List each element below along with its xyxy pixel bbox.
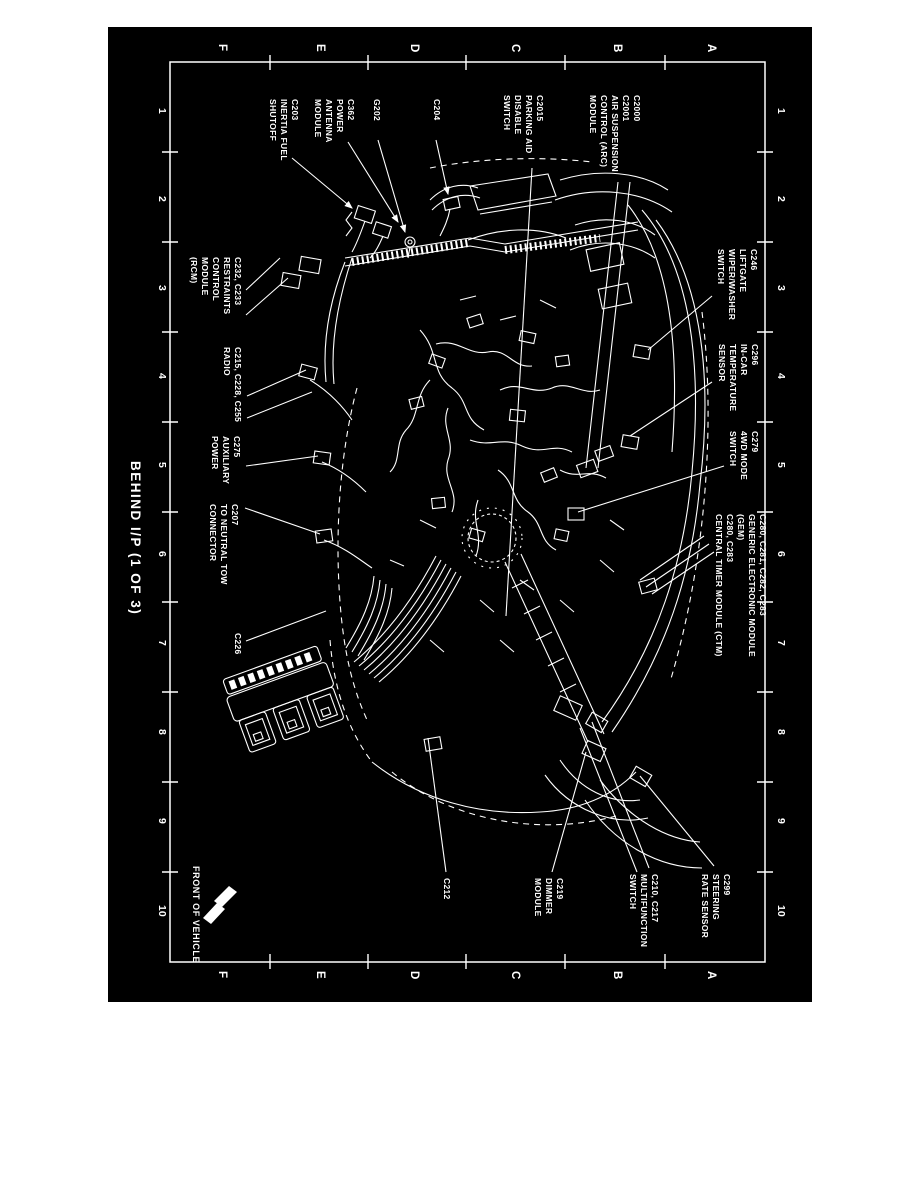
callout-c226: C226 [233,633,243,655]
grid-number-left-10: 10 [156,905,168,917]
grid-number-left-7: 7 [156,640,168,646]
callout-c210-c217-multifunction-switch: C210, C217 MULTIFUNCTION SWITCH [628,874,660,948]
callout-c204: C204 [432,99,442,121]
callout-c296-in-car-temperature-sensor: C296 IN-CAR TEMPERATURE SENSOR [717,344,760,412]
grid-number-left-5: 5 [156,462,168,468]
grid-number-left-1: 1 [156,108,168,114]
grid-letter-bottom-c: C [509,971,521,980]
grid-letter-top-c: C [509,44,521,53]
grid-letter-top-d: D [408,44,420,53]
callout-g202: G202 [372,99,382,121]
callout-c299-steering-rate-sensor: C299 STEERING RATE SENSOR [700,874,732,939]
grid-letter-top-b: B [611,44,623,53]
grid-number-right-3: 3 [775,285,787,291]
grid-number-right-6: 6 [775,551,787,557]
callout-c212: C212 [442,878,452,900]
callout-c362-power-antenna-module: C362 POWER ANTENNA MODULE [313,99,356,143]
grid-number-right-1: 1 [775,108,787,114]
grid-letter-top-e: E [314,44,326,52]
callout-c232-c233-rcm: C232, C233 RESTRAINTS CONTROL MODULE (RC… [189,257,243,315]
callout-c215-c228-c255-radio: C215, C228, C255 RADIO [222,347,243,423]
grid-number-right-7: 7 [775,640,787,646]
grid-number-left-3: 3 [156,285,168,291]
callout-c219-dimmer-module: C219 DIMMER MODULE [533,878,565,917]
grid-number-right-8: 8 [775,729,787,735]
callout-c2015-parking-aid-disable-switch: C2015 PARKING AID DISABLE SWITCH [502,95,545,154]
grid-letter-bottom-a: A [705,971,717,980]
grid-number-left-2: 2 [156,196,168,202]
callout-c280-c283-gem-ctm: C280, C281, C282, C283 GENERIC ELECTRONI… [714,514,768,658]
callout-c279-4wd-mode-switch: C279 4WD MODE SWITCH [728,431,760,481]
front-of-vehicle-label: FRONT OF VEHICLE [191,866,201,964]
grid-number-left-6: 6 [156,551,168,557]
grid-number-right-9: 9 [775,818,787,824]
callout-c203-inertia-fuel-shutoff: C203 INERTIA FUEL SHUTOFF [268,99,300,161]
callout-c2000-c2001-arc-module: C2000 C2001 AIR SUSPENSION CONTROL (ARC)… [588,95,642,172]
grid-letter-top-f: F [216,44,228,52]
callout-c275-auxiliary-power: C275 AUXILIARY POWER [210,436,242,485]
callout-c207-neutral-tow-connector: C207 TO NEUTRAL TOW CONNECTOR [208,504,240,585]
grid-letter-bottom-f: F [216,971,228,979]
grid-number-right-10: 10 [775,905,787,917]
grid-number-left-4: 4 [156,373,168,379]
page-title: BEHIND I/P (1 OF 3) [128,461,143,616]
grid-letter-bottom-b: B [611,971,623,980]
grid-number-right-5: 5 [775,462,787,468]
grid-number-right-2: 2 [775,196,787,202]
callout-c246-liftgate-wiper-washer-switch: C246 LIFTGATE WIPER/WASHER SWITCH [716,249,759,321]
grid-number-left-9: 9 [156,818,168,824]
grid-letter-top-a: A [705,44,717,53]
grid-letter-bottom-d: D [408,971,420,980]
grid-number-left-8: 8 [156,729,168,735]
grid-number-right-4: 4 [775,373,787,379]
grid-letter-bottom-e: E [314,971,326,979]
